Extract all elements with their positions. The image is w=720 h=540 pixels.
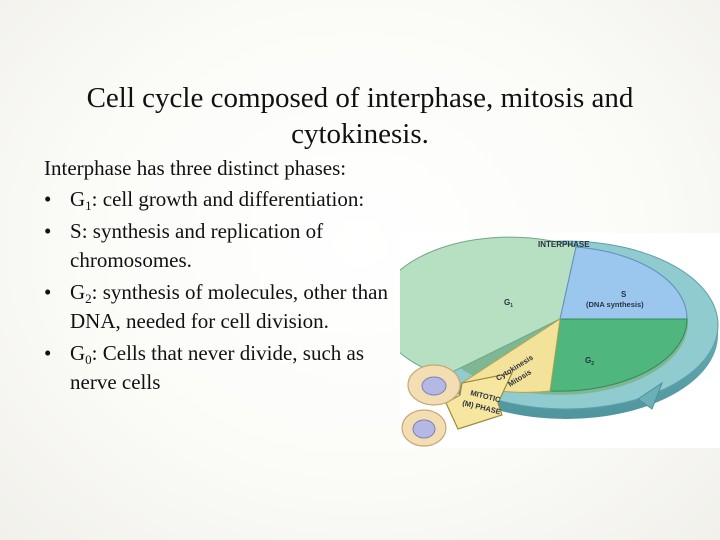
bullet-text: : synthesis of molecules, other than DNA…: [70, 280, 388, 333]
list-item-g0: • G0: Cells that never divide, such as n…: [44, 339, 396, 397]
g1-label: G1: [504, 298, 513, 309]
g2-sector: [549, 318, 688, 392]
title-line-2: cytokinesis.: [291, 118, 429, 150]
bullet-prefix: S: [70, 219, 82, 243]
bullet-text: : cell growth and differentiation:: [91, 187, 365, 211]
s-sector: [559, 246, 688, 320]
g1-sector: [400, 236, 577, 377]
interphase-label: INTERPHASE: [538, 240, 590, 249]
bullet-prefix: G: [70, 280, 86, 304]
bullet-prefix: G: [70, 187, 86, 211]
list-item-s: • S: synthesis and replication of chromo…: [44, 217, 396, 275]
bullet-icon: •: [44, 341, 52, 365]
bullet-icon: •: [44, 280, 52, 304]
bullet-subscript: 2: [85, 291, 92, 306]
title-line-1: Cell cycle composed of interphase, mitos…: [86, 82, 634, 114]
mitotic-phase-arrow-icon: [445, 372, 514, 430]
cell-nucleus-icon: [412, 419, 436, 439]
ring-arrowhead-icon: [637, 381, 664, 410]
cell-nucleus-icon: [421, 376, 447, 396]
bullet-text: : Cells that never divide, such as nerve…: [70, 341, 365, 394]
cell-cycle-diagram: INTERPHASE G1 S (DNA synthesis) G2 Cytok…: [400, 233, 720, 448]
body-text: Interphase has three distinct phases: • …: [44, 154, 396, 400]
bullet-prefix: G: [70, 341, 86, 365]
bullet-text: : synthesis and replication of chromosom…: [70, 219, 324, 272]
cell-cycle-svg: INTERPHASE G1 S (DNA synthesis) G2 Cytok…: [400, 233, 720, 448]
slide-title: Cell cycle composed of interphase, mitos…: [20, 80, 700, 152]
bullet-icon: •: [44, 219, 52, 243]
list-item-g2: • G2: synthesis of molecules, other than…: [44, 278, 396, 336]
bullet-subscript: 0: [85, 352, 92, 367]
list-item-g1: • G1: cell growth and differentiation:: [44, 185, 396, 214]
phase-list: • G1: cell growth and differentiation: •…: [44, 185, 396, 397]
bullet-icon: •: [44, 187, 52, 211]
intro-text: Interphase has three distinct phases:: [44, 156, 347, 180]
bullet-subscript: 1: [85, 198, 92, 213]
s-label: S: [621, 290, 627, 299]
s-detail-label: (DNA synthesis): [586, 300, 644, 309]
g2-label: G2: [585, 356, 594, 367]
